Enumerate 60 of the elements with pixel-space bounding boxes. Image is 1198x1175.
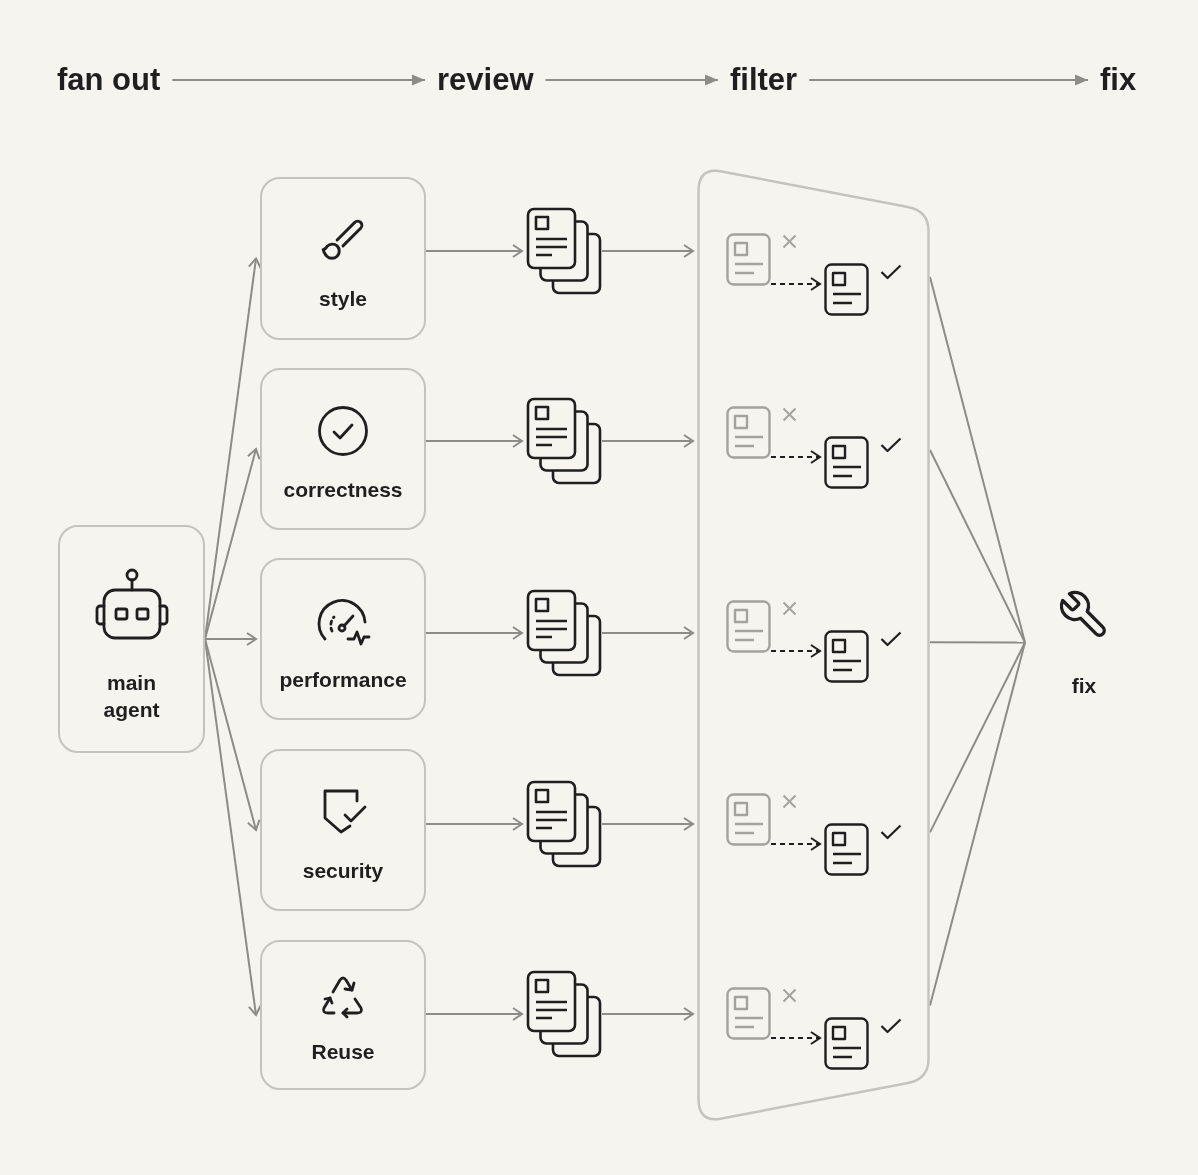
faded-document-icon <box>726 406 771 459</box>
document-icon <box>824 630 869 683</box>
faded-document-icon <box>726 793 771 846</box>
agent-card <box>58 525 205 753</box>
arrow <box>601 817 694 831</box>
faded-document-icon <box>726 600 771 653</box>
arrow <box>601 626 694 640</box>
agent-card <box>260 368 426 530</box>
connector-line <box>929 641 1026 834</box>
document-icon <box>824 263 869 316</box>
node-label: correctness <box>283 477 403 503</box>
dashed-arrow <box>770 837 821 851</box>
stage-heading: review <box>437 60 534 100</box>
document-stack-icon <box>526 397 602 485</box>
document-icon <box>824 1017 869 1070</box>
connector-line <box>929 275 1026 644</box>
faded-document-icon <box>726 987 771 1040</box>
node-label: security <box>302 858 384 884</box>
arrow <box>204 632 257 646</box>
dashed-arrow <box>770 450 821 464</box>
arrow <box>425 626 523 640</box>
document-stack-icon <box>526 780 602 868</box>
node-label: style <box>319 286 367 312</box>
filter-panel <box>697 167 930 1123</box>
document-stack-icon <box>526 589 602 677</box>
stage-heading: fix <box>1100 60 1137 100</box>
faded-document-icon <box>726 233 771 286</box>
arrow <box>425 244 523 258</box>
dashed-arrow <box>770 644 821 658</box>
agent-card <box>260 749 426 911</box>
document-stack-icon <box>526 207 602 295</box>
node-label: fix <box>1071 673 1097 699</box>
agent-card <box>260 177 426 340</box>
arrow <box>204 638 262 1016</box>
arrow <box>544 74 719 86</box>
document-icon <box>824 823 869 876</box>
arrow <box>601 1007 694 1021</box>
agent-card <box>260 940 426 1090</box>
arrow <box>425 1007 523 1021</box>
arrow <box>601 434 694 448</box>
connector-line <box>929 641 1026 1007</box>
dashed-arrow <box>770 1031 821 1045</box>
document-stack-icon <box>526 970 602 1058</box>
agent-card <box>260 558 426 720</box>
arrow <box>808 74 1089 86</box>
arrow <box>171 74 426 86</box>
arrow <box>204 638 261 831</box>
stage-heading: fan out <box>57 60 161 100</box>
node-label: Reuse <box>311 1039 375 1065</box>
arrow <box>204 448 261 640</box>
arrow <box>425 817 523 831</box>
arrow <box>601 244 694 258</box>
dashed-arrow <box>770 277 821 291</box>
node-label: performance <box>279 667 407 693</box>
connector-line <box>929 641 1026 644</box>
stage-heading: filter <box>730 60 798 100</box>
arrow <box>425 434 523 448</box>
node-label: main agent <box>102 670 161 723</box>
connector-line <box>929 449 1026 644</box>
document-icon <box>824 436 869 489</box>
